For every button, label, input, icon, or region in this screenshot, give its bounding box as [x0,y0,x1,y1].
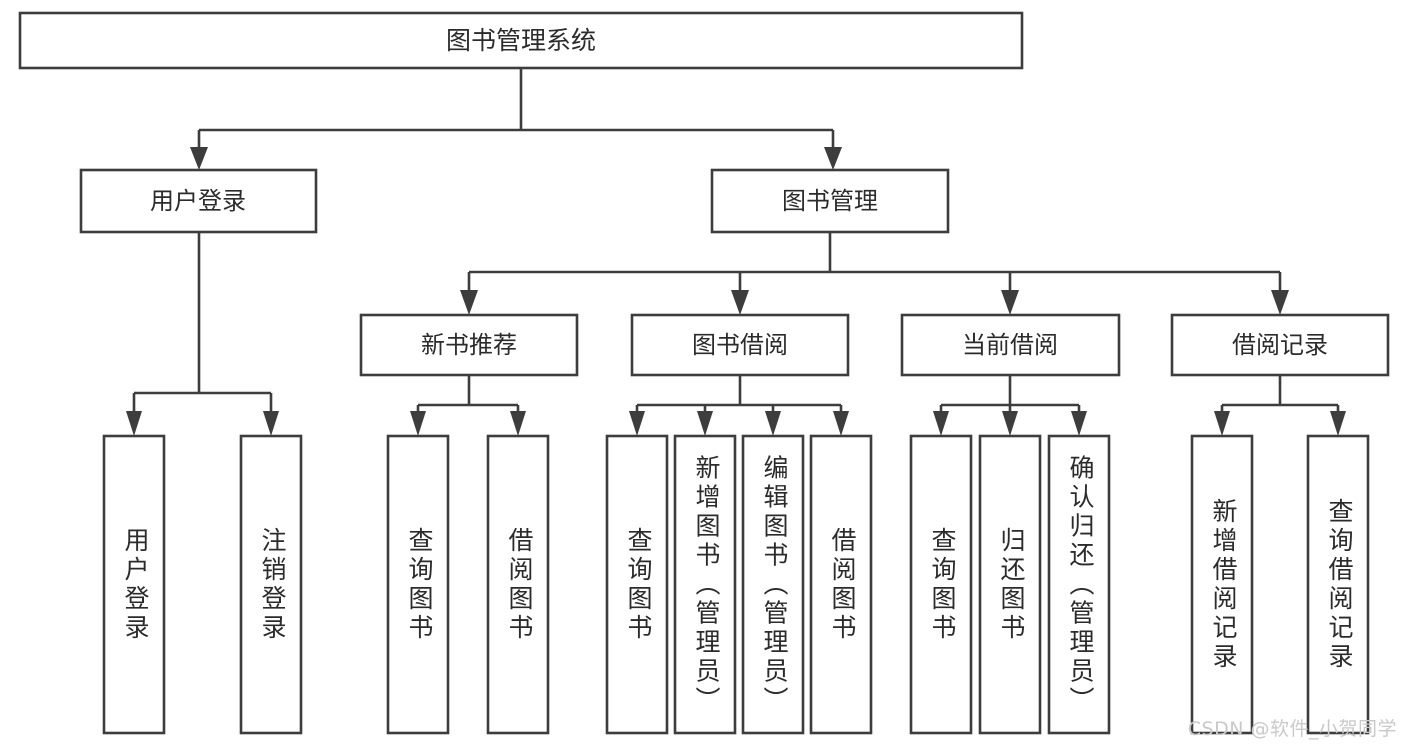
leaf-user-login-label: 用户登录 [121,527,150,643]
leaf-query-record-label: 查询借阅记录 [1325,498,1354,672]
arrow-head-icon [1002,411,1018,436]
arrow-head-icon [824,147,842,170]
node-root-label: 图书管理系统 [446,26,596,55]
arrow-head-icon [1214,411,1230,436]
leaf-return-book-label: 归还图书 [997,527,1026,643]
leaf-query-book-2[interactable]: 查询图书 [605,434,669,735]
node-book-borrow-label: 图书借阅 [692,331,788,359]
arrow-head-icon [1330,411,1346,436]
leaf-add-record[interactable]: 新增借阅记录 [1190,434,1254,735]
leaf-add-book[interactable]: 新增图书（管理员） [673,434,737,735]
node-borrow-record-label: 借阅记录 [1232,331,1328,359]
arrow-head-icon [190,147,208,170]
leaf-borrow-book-2[interactable]: 借阅图书 [809,434,873,735]
leaf-query-record[interactable]: 查询借阅记录 [1306,434,1370,735]
node-book-management-label: 图书管理 [782,187,878,215]
leaf-query-book-1[interactable]: 查询图书 [386,434,450,735]
arrow-head-icon [933,411,949,436]
leaf-query-book-1-label: 查询图书 [405,527,434,643]
arrow-head-icon [629,411,645,436]
node-new-book-recommend[interactable]: 新书推荐 [359,313,579,377]
leaf-borrow-book-1[interactable]: 借阅图书 [486,434,550,735]
arrow-head-icon [410,411,426,436]
arrow-head-icon [833,411,849,436]
leaf-edit-book[interactable]: 编辑图书（管理员） [741,434,805,735]
leaf-user-login[interactable]: 用户登录 [102,434,166,735]
node-current-borrow-label: 当前借阅 [962,331,1058,359]
arrow-head-icon [263,411,279,436]
node-book-management[interactable]: 图书管理 [710,168,950,234]
connector-bookmgmt-to-level3 [460,232,1289,315]
arrow-head-icon [460,290,478,315]
connector-userlogin-to-leaves [126,232,279,436]
leaf-query-book-3-label: 查询图书 [928,527,957,643]
leaf-edit-book-label: 编辑图书（管理员） [760,455,789,716]
leaf-return-book[interactable]: 归还图书 [978,434,1042,735]
node-current-borrow[interactable]: 当前借阅 [900,313,1121,377]
arrow-head-icon [510,411,526,436]
node-user-login-label: 用户登录 [150,187,246,215]
node-new-book-recommend-label: 新书推荐 [421,331,517,359]
node-root[interactable]: 图书管理系统 [18,11,1024,70]
connector-borrowrecord-to-leaves [1214,375,1346,436]
arrow-head-icon [1271,290,1289,315]
leaf-borrow-book-1-label: 借阅图书 [505,527,534,643]
arrow-head-icon [731,290,749,315]
leaf-logout-login-label: 注销登录 [258,527,287,643]
node-book-borrow[interactable]: 图书借阅 [630,313,850,377]
leaf-query-book-2-label: 查询图书 [624,527,653,643]
connector-root-to-level2 [190,68,842,170]
connector-bookborrow-to-leaves [629,375,849,436]
connector-currentborrow-to-leaves [933,375,1087,436]
leaf-add-book-label: 新增图书（管理员） [692,455,721,716]
node-borrow-record[interactable]: 借阅记录 [1170,313,1390,377]
arrow-head-icon [765,411,781,436]
leaf-query-book-3[interactable]: 查询图书 [909,434,973,735]
leaf-confirm-return-label: 确认归还（管理员） [1066,455,1095,716]
leaf-confirm-return[interactable]: 确认归还（管理员） [1047,434,1111,735]
node-user-login[interactable]: 用户登录 [79,168,318,234]
leaf-borrow-book-2-label: 借阅图书 [828,527,857,643]
connector-newbook-to-leaves [410,375,526,436]
arrow-head-icon [1071,411,1087,436]
leaf-logout-login[interactable]: 注销登录 [239,434,303,735]
arrow-head-icon [697,411,713,436]
arrow-head-icon [126,411,142,436]
leaf-add-record-label: 新增借阅记录 [1209,498,1238,672]
arrow-head-icon [1001,290,1019,315]
